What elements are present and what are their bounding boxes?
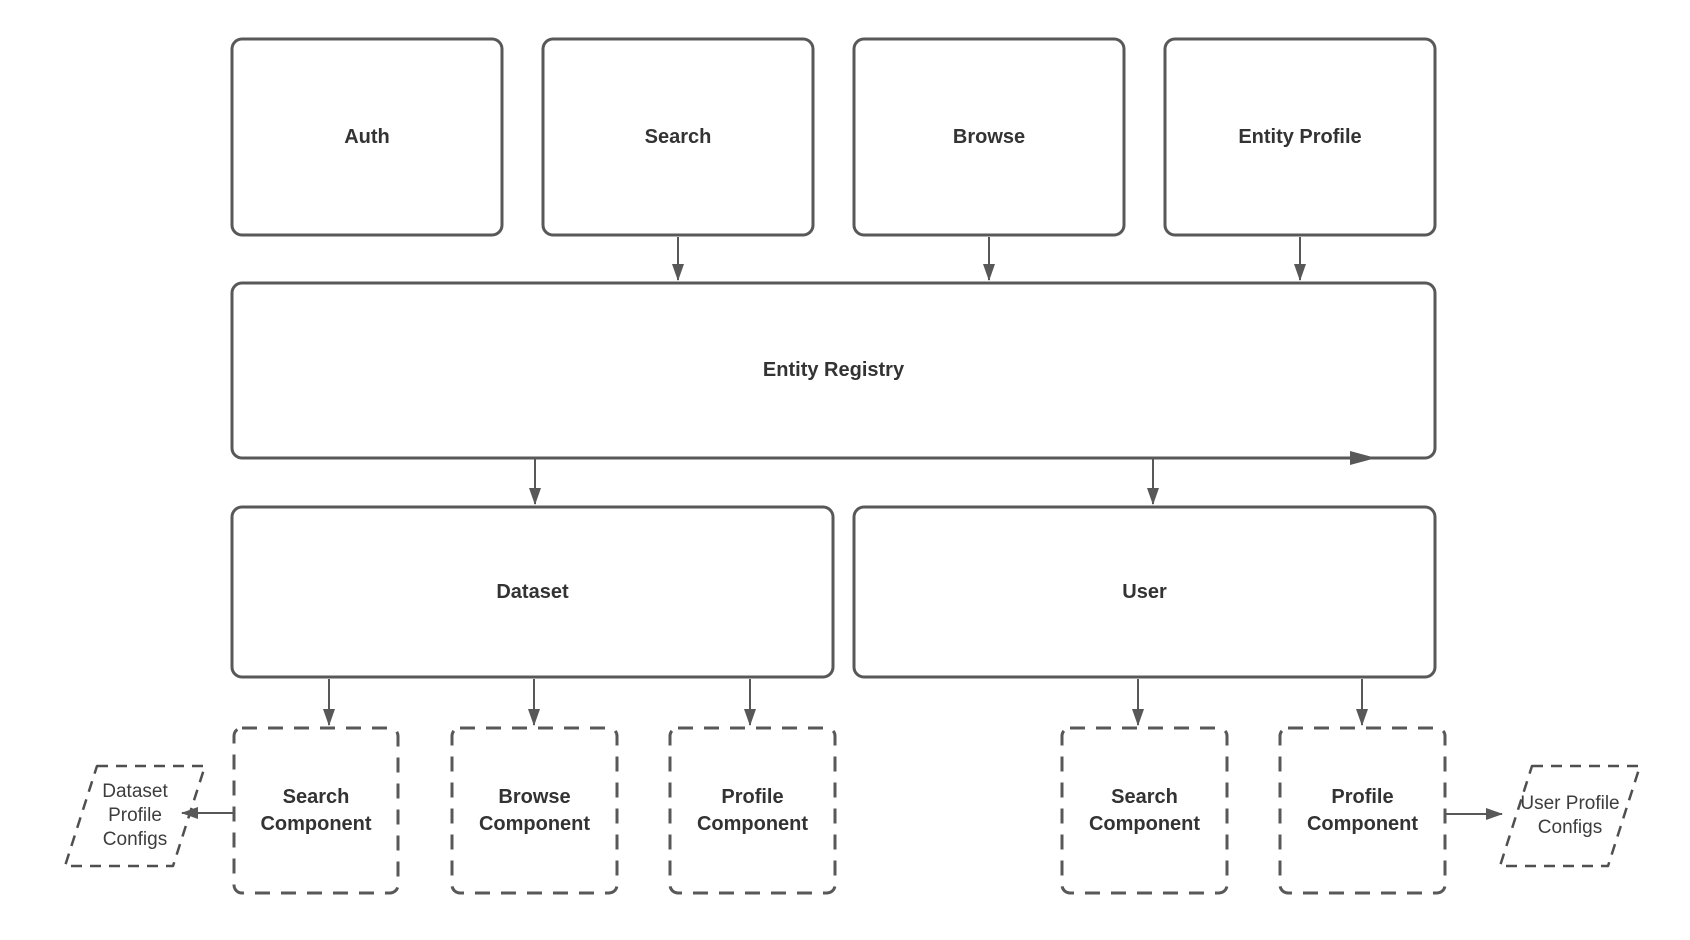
- node-dataset-search-component-box: [232, 726, 400, 895]
- node-user-profile-component-box: [1278, 726, 1447, 895]
- node-user-search-component-box: [1060, 726, 1229, 895]
- node-dataset-browse-component-box: [450, 726, 619, 895]
- node-auth-box: [230, 37, 504, 237]
- node-user-box: [852, 505, 1437, 679]
- node-dataset-box: [230, 505, 835, 679]
- node-user-profile-configs-shape: [1498, 764, 1642, 868]
- edge-registry-bottom-right-arrowhead: [1350, 451, 1376, 465]
- node-dataset-profile-component-box: [668, 726, 837, 895]
- node-entity-registry-box: [230, 281, 1437, 460]
- node-entity-profile-box: [1163, 37, 1437, 237]
- node-dataset-profile-configs-shape: [63, 764, 207, 868]
- node-browse-box: [852, 37, 1126, 237]
- node-search-box: [541, 37, 815, 237]
